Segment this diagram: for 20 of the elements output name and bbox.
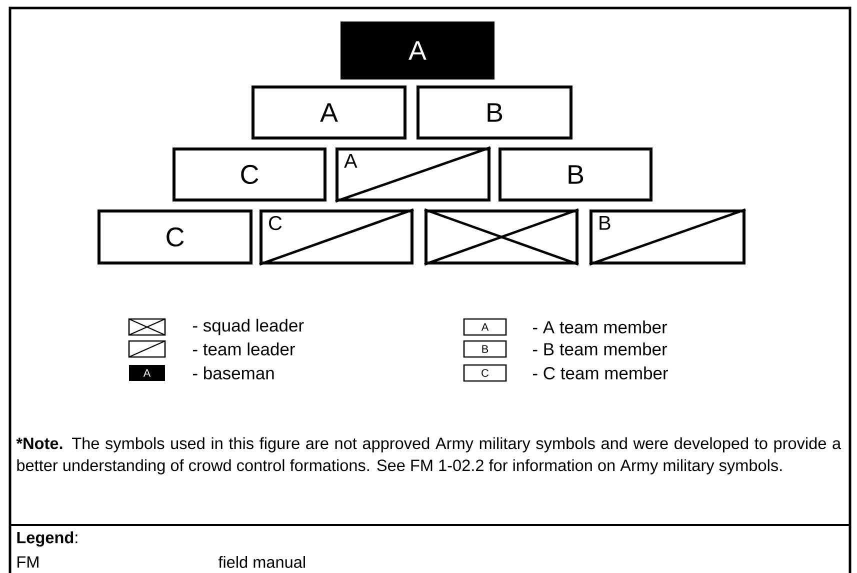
- team-member-box: C: [98, 210, 252, 264]
- legend-text: - squad leader: [193, 318, 304, 336]
- team-member-box: A: [252, 86, 406, 140]
- baseman-box: A: [340, 22, 494, 80]
- team-leader-box: A: [335, 146, 491, 203]
- team-member-box: C: [172, 148, 326, 202]
- legend-text: - C team member: [533, 366, 668, 380]
- legend-text: - A team member: [533, 320, 668, 334]
- abbreviation: FM: [18, 556, 38, 568]
- legend-text: - B team member: [533, 342, 668, 356]
- squad-leader-box: [424, 208, 579, 266]
- team-member-box: B: [498, 148, 652, 202]
- note-text: *Note. The symbols used in this figure are not approved Army military symbols and were developed to provide a better understanding of crowd control formations. See FM 1-02.2 for information on Army military symbols.: [16, 437, 842, 474]
- legend-text: - team leader: [193, 342, 295, 356]
- legend-text: - baseman: [193, 366, 274, 380]
- team-leader-box: B: [589, 208, 746, 266]
- definition: field manual: [218, 556, 305, 568]
- team-leader-box: C: [259, 208, 414, 266]
- legend-heading: Legend:: [17, 531, 78, 547]
- team-member-box: B: [416, 86, 572, 140]
